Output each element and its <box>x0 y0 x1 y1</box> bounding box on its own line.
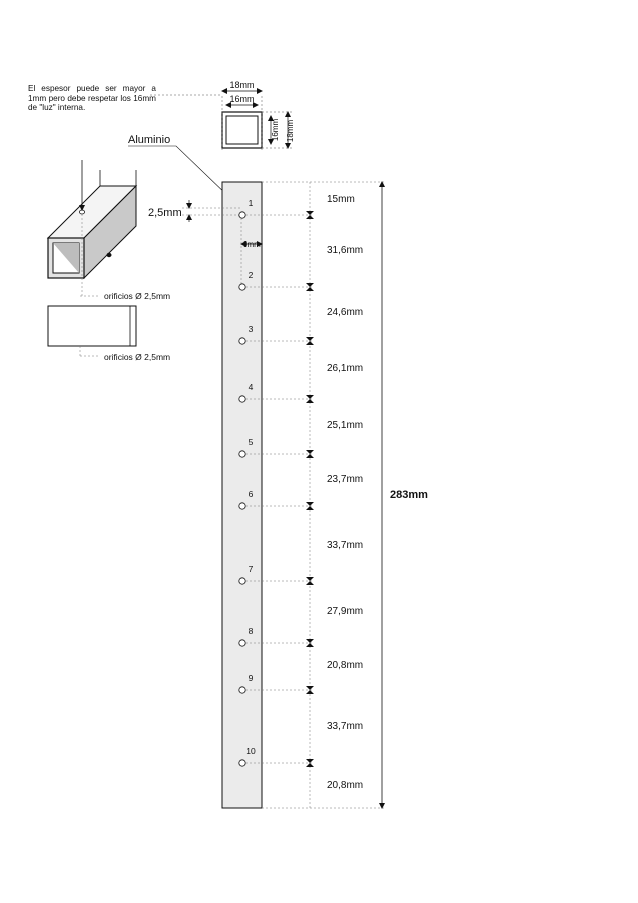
total-length-label: 283mm <box>390 489 428 501</box>
cross-section: 18mm 16mm 16mm 18mm <box>221 80 295 150</box>
segment-label-7: 33,7mm <box>327 540 363 551</box>
hole-circle <box>238 502 246 510</box>
segment-label-9: 20,8mm <box>327 660 363 671</box>
segment-label-11: 20,8mm <box>327 780 363 791</box>
outer-height-label: 18mm <box>286 120 295 143</box>
segment-label-10: 33,7mm <box>327 721 363 732</box>
hole-offset-label: 2,5mm <box>148 207 182 219</box>
hole-number: 9 <box>249 673 254 683</box>
segment-label-2: 31,6mm <box>327 245 363 256</box>
side-view: orificios Ø 2,5mm orificios Ø 2,5mm <box>47 291 170 362</box>
hole-number: 6 <box>249 489 254 499</box>
hole-number: 8 <box>249 626 254 636</box>
hole-circle <box>238 337 246 345</box>
tube-3d-view <box>46 160 138 296</box>
dimension-tick <box>306 639 314 647</box>
hole-10: 10 <box>238 746 314 767</box>
material-label: Aluminio <box>128 134 170 146</box>
hole-3: 3 <box>238 324 314 345</box>
hole-2: 2 <box>238 270 314 291</box>
hole-offset-dimension: 2,5mm <box>148 200 241 222</box>
dimension-tick <box>306 283 314 291</box>
hole-number: 4 <box>249 382 254 392</box>
thickness-note: El espesor puede ser mayor a 1mm pero de… <box>28 84 156 113</box>
hole-label-top: orificios Ø 2,5mm <box>104 291 170 301</box>
hole-4: 4 <box>238 382 314 403</box>
aluminium-bar <box>221 181 263 809</box>
dimension-tick <box>306 577 314 585</box>
inner-height-label: 16mm <box>271 119 280 142</box>
dimension-tick <box>306 211 314 219</box>
hole-1: 1 <box>238 198 314 219</box>
dimension-tick <box>306 502 314 510</box>
hole-label-bottom: orificios Ø 2,5mm <box>104 352 170 362</box>
total-length-dimension: 283mm <box>379 181 428 809</box>
hole-circle <box>238 759 246 767</box>
hole-spacing-label: 9mm <box>243 240 261 249</box>
hole-number: 3 <box>249 324 254 334</box>
hole-number: 2 <box>249 270 254 280</box>
hole-spacing-dimension: 9mm <box>240 218 263 290</box>
material-leader <box>128 145 231 199</box>
hole-9: 9 <box>238 673 314 694</box>
dimension-tick <box>306 337 314 345</box>
segments-layer: 15mm 31,6mm 24,6mm 26,1mm 25,1mm 23,7mm 33,7mm… <box>327 194 363 791</box>
dimension-tick <box>306 686 314 694</box>
segment-label-1: 15mm <box>327 194 355 205</box>
hole-5: 5 <box>238 437 314 458</box>
hole-circle <box>238 395 246 403</box>
segment-label-5: 25,1mm <box>327 420 363 431</box>
segment-label-4: 26,1mm <box>327 363 363 374</box>
hole-8: 8 <box>238 626 314 647</box>
hole-circle <box>238 639 246 647</box>
hole-circle <box>238 283 246 291</box>
holes-layer: 1 2 3 4 5 6 7 8 9 10 <box>238 198 314 767</box>
inner-width-label: 16mm <box>229 94 254 104</box>
hole-6: 6 <box>238 489 314 510</box>
hole-number: 10 <box>246 746 256 756</box>
segment-label-8: 27,9mm <box>327 606 363 617</box>
hole-7: 7 <box>238 564 314 585</box>
segment-label-6: 23,7mm <box>327 474 363 485</box>
dimension-tick <box>306 450 314 458</box>
dimension-tick <box>306 395 314 403</box>
hole-number: 1 <box>249 198 254 208</box>
hole-number: 7 <box>249 564 254 574</box>
dimension-tick <box>306 759 314 767</box>
hole-circle <box>238 450 246 458</box>
segment-label-3: 24,6mm <box>327 307 363 318</box>
hole-number: 5 <box>249 437 254 447</box>
outer-width-label: 18mm <box>229 80 254 90</box>
hole-circle <box>238 577 246 585</box>
hole-circle <box>238 211 246 219</box>
hole-circle <box>238 686 246 694</box>
